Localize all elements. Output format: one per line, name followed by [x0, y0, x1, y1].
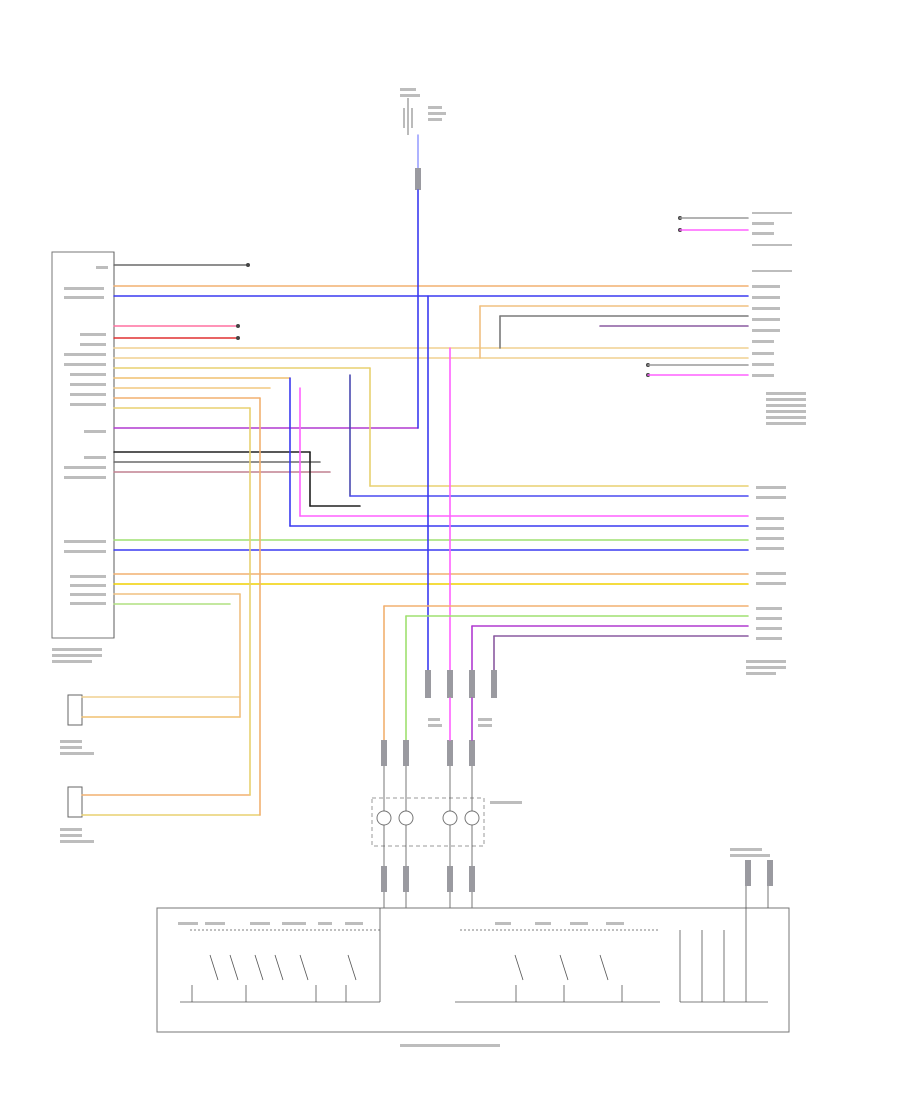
speaker-icon — [60, 694, 94, 843]
steering-wire-drops — [449, 697, 473, 741]
switch-icon — [455, 886, 769, 1003]
switch-icon — [178, 908, 381, 1003]
right-connector-labels — [746, 212, 806, 675]
steering-feed-wires — [383, 295, 749, 741]
splice-labels — [428, 718, 492, 727]
right-small-wires — [647, 217, 749, 376]
connector-icon — [381, 670, 497, 766]
connector-icon — [415, 168, 421, 190]
connector-icon — [381, 860, 773, 892]
wire-bundle-main — [113, 264, 749, 473]
speaker-wires — [81, 397, 261, 816]
steering-wheel-switch-box — [156, 907, 790, 1047]
module-pin-labels — [52, 266, 108, 663]
clockspring — [371, 766, 522, 847]
radio-module-frame — [51, 251, 115, 639]
clockspring-to-switch-wires — [383, 825, 770, 908]
wire-routing-verticals — [113, 189, 749, 605]
fuse-icon — [400, 88, 446, 135]
